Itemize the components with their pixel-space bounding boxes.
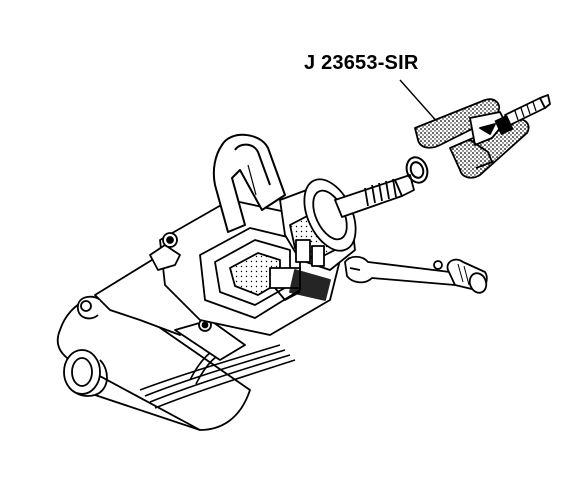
leader-line	[399, 79, 441, 126]
steering-shaft	[334, 174, 415, 218]
wire-harness	[139, 339, 296, 409]
tilt-lever-loop	[212, 133, 286, 233]
multifunction-lever	[344, 255, 488, 294]
retaining-ring	[405, 156, 429, 184]
puller-tool-j23653-sir	[414, 94, 551, 179]
tool-label: J 23653-SIR	[304, 52, 419, 74]
